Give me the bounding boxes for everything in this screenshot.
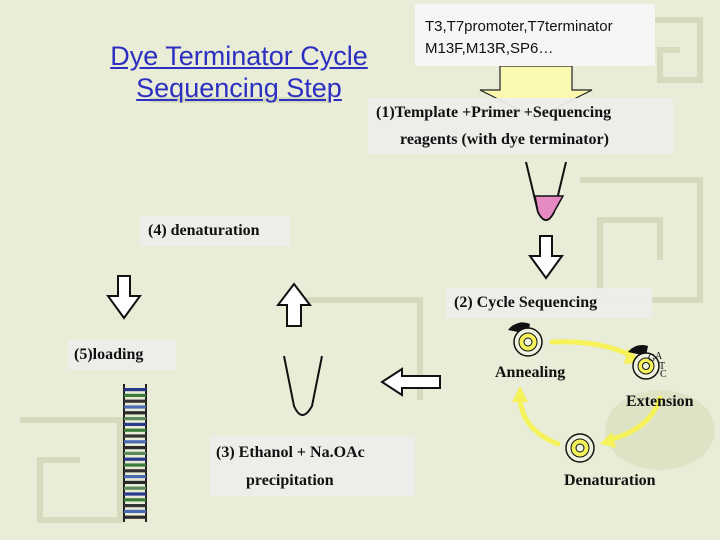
left-arrow-icon (382, 369, 440, 395)
gel-band (124, 388, 146, 391)
step-3-line-2: precipitation (216, 467, 415, 495)
gel-band (124, 452, 146, 455)
step-2-label: (2) Cycle Sequencing (446, 288, 652, 318)
gel-band (124, 458, 146, 461)
gel-band (124, 463, 146, 466)
primer-line-1: T3,T7promoter,T7terminator (425, 16, 655, 38)
gel-band (124, 475, 146, 478)
gel-band (124, 492, 146, 495)
gel-band (124, 446, 146, 449)
gel-band (124, 498, 146, 501)
denaturation-dna-icon (566, 434, 594, 462)
sample-tube-icon (526, 162, 566, 220)
step-3-line-1: (3) Ethanol + Na.OAc (216, 439, 415, 467)
extension-dna-icon: G A T C (628, 345, 667, 380)
annealing-label: Annealing (495, 364, 565, 382)
gel-band (124, 510, 146, 513)
gel-band (124, 469, 146, 472)
gel-band (124, 429, 146, 432)
step-1-line-1: (1)Template +Primer +Sequencing (376, 99, 673, 126)
gel-band (124, 434, 146, 437)
step-5-label: (5)loading (68, 340, 176, 370)
down-arrow-icon (530, 236, 562, 278)
gel-bands (124, 388, 146, 519)
precipitation-tube-icon (284, 356, 322, 415)
gel-band (124, 487, 146, 490)
step-4-label: (4) denaturation (140, 216, 290, 246)
extension-label: Extension (626, 393, 694, 411)
gel-band (124, 417, 146, 420)
step-1-box: (1)Template +Primer +Sequencing reagents… (368, 98, 673, 154)
step-1-line-2: reagents (with dye terminator) (376, 126, 673, 153)
gel-band (124, 423, 146, 426)
denaturation-label: Denaturation (564, 472, 656, 490)
gel-band (124, 411, 146, 414)
annealing-dna-icon (508, 322, 542, 356)
primer-list-box: T3,T7promoter,T7terminator M13F,M13R,SP6… (415, 4, 655, 66)
base-label: C (660, 369, 667, 380)
gel-band (124, 440, 146, 443)
up-arrow-icon (278, 284, 310, 326)
gel-band (124, 516, 146, 519)
gel-band (124, 400, 146, 403)
gel-band (124, 481, 146, 484)
loading-arrow-icon (108, 276, 140, 318)
step-3-box: (3) Ethanol + Na.OAc precipitation (210, 436, 415, 496)
gel-band (124, 504, 146, 507)
gel-band (124, 394, 146, 397)
gel-band (124, 405, 146, 408)
primer-line-2: M13F,M13R,SP6… (425, 38, 655, 60)
